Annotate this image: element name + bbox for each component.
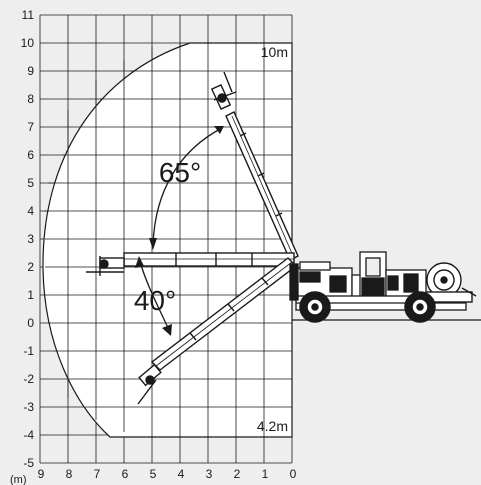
x-tick: 7 <box>94 467 101 481</box>
y-tick: -3 <box>23 400 34 414</box>
top-reach-label: 10m <box>261 44 288 60</box>
y-tick: -4 <box>23 428 34 442</box>
unit-label: (m) <box>10 474 27 485</box>
x-tick: 5 <box>150 467 157 481</box>
y-tick: 5 <box>27 176 34 190</box>
x-tick: 0 <box>290 467 297 481</box>
boom-arm-icon <box>123 252 295 267</box>
angle-arrowheads <box>135 126 224 336</box>
cable-reel-icon <box>425 262 477 303</box>
y-tick: 6 <box>27 148 34 162</box>
x-tick: 4 <box>178 467 185 481</box>
y-tick: -1 <box>23 344 34 358</box>
y-tick: 11 <box>22 8 35 22</box>
y-tick: 10 <box>21 36 35 50</box>
y-tick: -5 <box>23 456 34 470</box>
x-tick: 8 <box>66 467 73 481</box>
y-tick: 0 <box>27 316 34 330</box>
x-tick: 6 <box>122 467 129 481</box>
drill-head-icon <box>86 256 125 276</box>
lower-angle-label: 40° <box>134 285 176 316</box>
y-tick: 7 <box>27 120 34 134</box>
upper-angle-label: 65° <box>159 157 201 188</box>
y-tick: -2 <box>23 372 34 386</box>
y-tick: 3 <box>27 232 34 246</box>
y-tick: 8 <box>27 92 34 106</box>
y-tick: 2 <box>27 260 34 274</box>
x-tick: 2 <box>234 467 241 481</box>
x-tick: 9 <box>38 467 45 481</box>
drill-head-icon <box>137 363 162 405</box>
vehicle-wheels <box>299 291 436 323</box>
bottom-reach-label: 4.2m <box>257 418 288 434</box>
x-axis-ticks: 9 8 7 6 5 4 3 2 1 0 <box>38 467 297 481</box>
y-axis-ticks: 11 10 9 8 7 6 5 4 3 2 1 0 -1 -2 -3 -4 -5 <box>21 8 35 470</box>
x-tick: 3 <box>206 467 213 481</box>
boom-arm-icon <box>225 111 299 261</box>
y-tick: 1 <box>27 288 34 302</box>
y-tick: 9 <box>27 64 34 78</box>
x-tick: 1 <box>262 467 269 481</box>
y-tick: 4 <box>27 204 34 218</box>
drill-head-icon <box>210 71 237 111</box>
angle-arcs <box>139 127 223 329</box>
coverage-area <box>42 42 293 438</box>
